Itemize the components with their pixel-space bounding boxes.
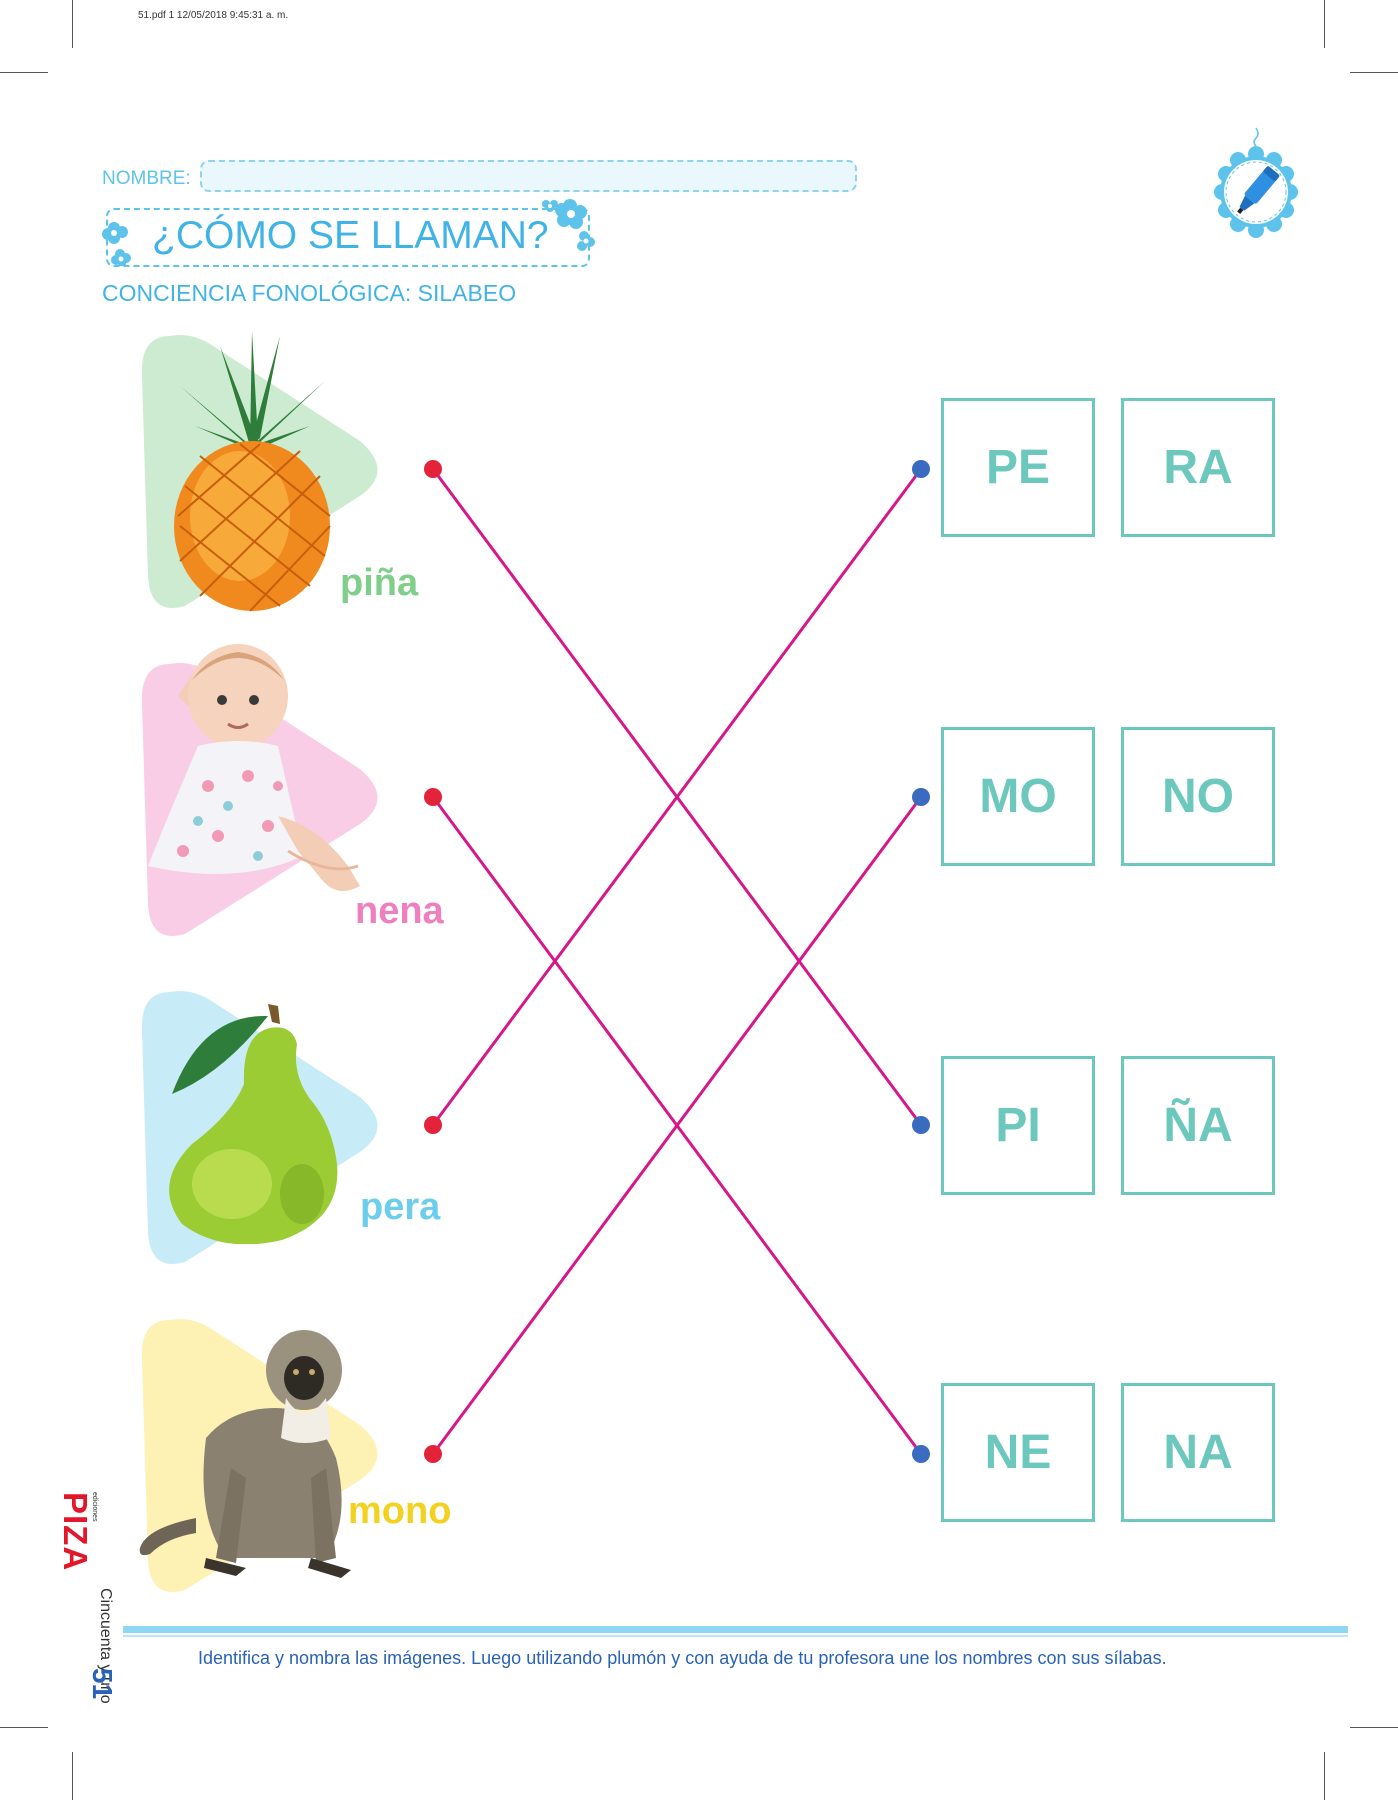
crop-mark (1350, 72, 1398, 73)
instruction-text: Identifica y nombra las imágenes. Luego … (198, 1648, 1167, 1668)
crop-mark (1324, 1752, 1325, 1800)
syllable-box: MO (941, 727, 1095, 866)
crop-mark (0, 1727, 48, 1728)
image-word: pera (360, 1186, 441, 1228)
crop-mark (1350, 1727, 1398, 1728)
publisher-logo: PIZA (57, 1492, 94, 1572)
image-word: mono (348, 1490, 452, 1532)
connection-line (431, 468, 923, 1126)
syllable-box: PI (941, 1056, 1095, 1195)
print-header: 51.pdf 1 12/05/2018 9:45:31 a. m. (138, 10, 289, 21)
name-field[interactable] (200, 160, 857, 192)
syllable-box: NO (1121, 727, 1275, 866)
start-dot (424, 460, 442, 478)
start-dot (424, 1445, 442, 1463)
syllable-box: ÑA (1121, 1056, 1275, 1195)
crop-mark (1324, 0, 1325, 48)
publisher-logo-subtitle: ediciones (91, 1492, 98, 1522)
monkey-image (139, 1330, 351, 1578)
page-number: 51 (87, 1668, 118, 1700)
start-dot (424, 788, 442, 806)
name-label: NOMBRE: (102, 168, 191, 189)
syllable-box: RA (1121, 398, 1275, 537)
end-dot (912, 788, 930, 806)
end-dot (912, 1116, 930, 1134)
flower-icon (542, 199, 595, 251)
crop-mark (72, 1752, 73, 1800)
pear-image (169, 1004, 338, 1244)
marker-pen-icon (1214, 127, 1298, 238)
syllable-box: NA (1121, 1383, 1275, 1522)
footer-divider (123, 1635, 1348, 1637)
footer-divider (123, 1626, 1348, 1633)
crop-mark (72, 0, 73, 48)
image-word: piña (340, 562, 419, 604)
page-title: ¿CÓMO SE LLAMAN? (152, 214, 549, 257)
pineapple-image (174, 331, 331, 612)
baby-image (148, 644, 360, 891)
image-word: nena (355, 890, 444, 932)
syllable-box: NE (941, 1383, 1095, 1522)
flower-icon (102, 222, 131, 266)
start-dot (424, 1116, 442, 1134)
end-dot (912, 460, 930, 478)
connection-line (431, 796, 923, 1455)
page-subtitle: CONCIENCIA FONOLÓGICA: SILABEO (102, 280, 517, 306)
syllable-box: PE (941, 398, 1095, 537)
crop-mark (0, 72, 48, 73)
end-dot (912, 1445, 930, 1463)
